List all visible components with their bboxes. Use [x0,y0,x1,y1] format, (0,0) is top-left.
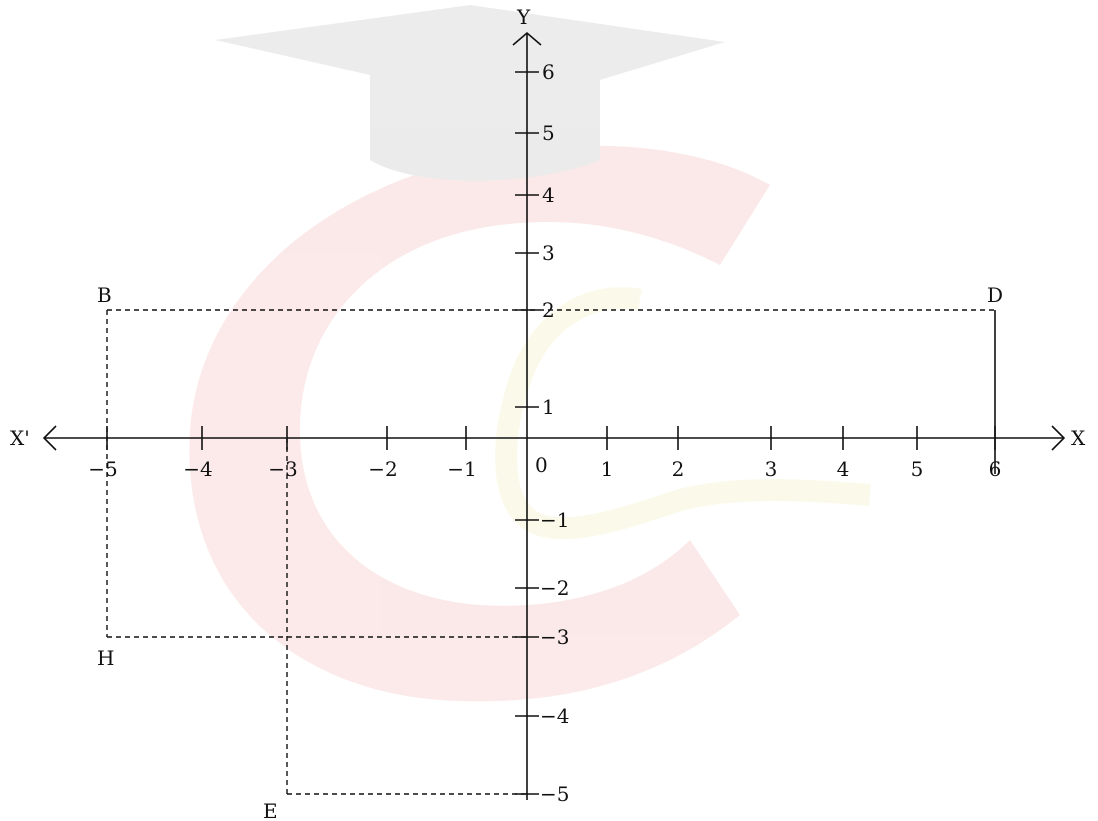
watermark-cap [215,5,725,181]
point-guides [106,309,996,795]
x-axis-left-arrow [42,425,57,451]
x-axis-negative-label: X' [10,426,30,450]
x-tick-label: −1 [447,457,476,481]
origin-label: 0 [535,453,548,477]
y-tick-label: 3 [542,241,555,265]
x-tick-label: −2 [368,457,397,481]
y-tick-label: −1 [540,508,569,532]
x-tick-label: −5 [88,457,117,481]
watermark-c-shape [189,145,771,702]
y-tick-label: −5 [540,782,569,806]
point-labels: B D H E [97,283,1003,821]
x-tick-label: −3 [268,457,297,481]
x-tick-label: 1 [601,457,614,481]
point-label-h: H [97,646,114,670]
point-label-b: B [97,283,112,307]
watermark-logo [189,5,871,702]
y-tick-label: 6 [542,60,555,84]
x-tick-label: 3 [765,457,778,481]
y-tick-label: −2 [540,576,569,600]
x-tick-label: 5 [911,457,924,481]
y-axis-label: Y [516,5,531,29]
x-tick-label: 4 [837,457,850,481]
x-tick-label: −4 [183,457,212,481]
y-tick-label: 4 [542,183,555,207]
watermark-l-shape [495,287,871,540]
point-label-e: E [263,799,278,821]
y-tick-label: 1 [542,395,555,419]
y-axis-top-arrow [512,31,542,46]
x-tick-label: 2 [672,457,685,481]
point-label-d: D [987,283,1003,307]
y-tick-label: −3 [540,625,569,649]
x-axis-label: X [1071,426,1086,450]
y-tick-label: −4 [540,704,569,728]
y-tick-label: 5 [542,121,555,145]
x-axis-right-arrow [1051,425,1066,451]
